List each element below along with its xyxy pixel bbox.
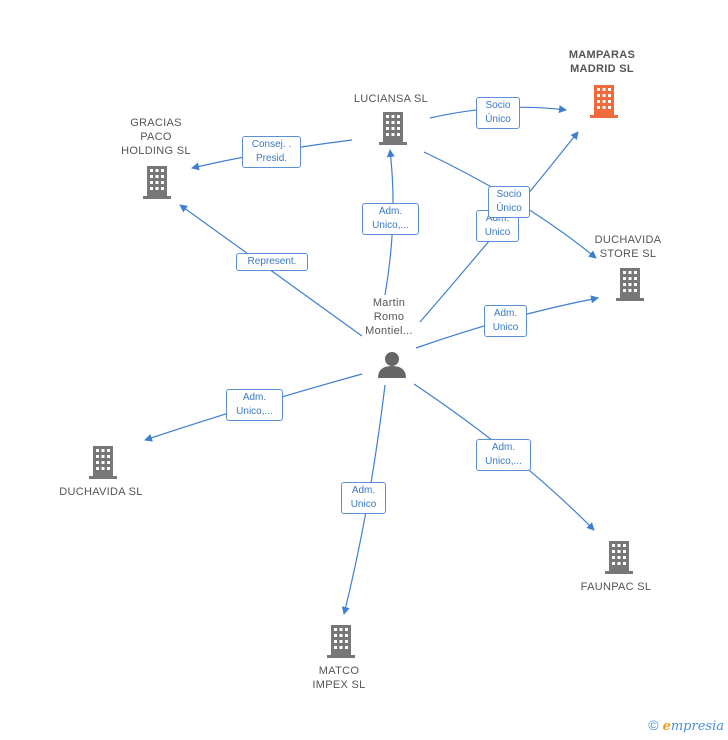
building-icon-matco <box>327 625 355 658</box>
copyright-icon: © <box>648 717 659 733</box>
edge-label-luciansa-mamparas: Socio Único <box>476 97 520 129</box>
edge-label-luciansa-gracias: Consej. . Presid. <box>242 136 301 168</box>
node-label-matco[interactable]: MATCO IMPEX SL <box>312 665 366 691</box>
edge-label-person-duchavida-store: Adm. Unico <box>484 305 527 337</box>
node-label-duchavida-store[interactable]: DUCHAVIDA STORE SL <box>594 234 662 260</box>
edge-label-person-duchavida: Adm. Unico,... <box>226 389 283 421</box>
building-icon-luciansa <box>379 112 407 145</box>
person-icon <box>378 352 406 378</box>
node-label-duchavida[interactable]: DUCHAVIDA SL <box>59 486 143 498</box>
node-label-luciansa[interactable]: LUCIANSA SL <box>353 93 429 105</box>
node-label-mamparas[interactable]: MAMPARAS MADRID SL <box>568 49 636 75</box>
building-icon-gracias <box>143 166 171 199</box>
brand-logo-text: mpresia <box>670 719 724 734</box>
building-icon-duchavida-store <box>616 268 644 301</box>
edge-label-luciansa-duchavida-store: Socio Único <box>488 186 530 218</box>
node-label-gracias[interactable]: GRACIAS PACO HOLDING SL <box>121 117 191 157</box>
building-icon-faunpac <box>605 541 633 574</box>
edge-label-person-faunpac: Adm. Unico,... <box>476 439 531 471</box>
footer-brand: ©empresia <box>648 717 724 734</box>
building-icon-duchavida <box>89 446 117 479</box>
brand-logo-initial: e <box>662 719 671 734</box>
edge-label-person-gracias: Represent. <box>236 253 308 271</box>
building-icon-mamparas <box>590 85 618 118</box>
edge-label-person-matco: Adm. Unico <box>341 482 386 514</box>
node-label-faunpac[interactable]: FAUNPAC SL <box>580 581 652 593</box>
node-label-person[interactable]: Martin Romo Montiel... <box>365 297 413 337</box>
edge-label-person-luciansa: Adm. Unico,... <box>362 203 419 235</box>
